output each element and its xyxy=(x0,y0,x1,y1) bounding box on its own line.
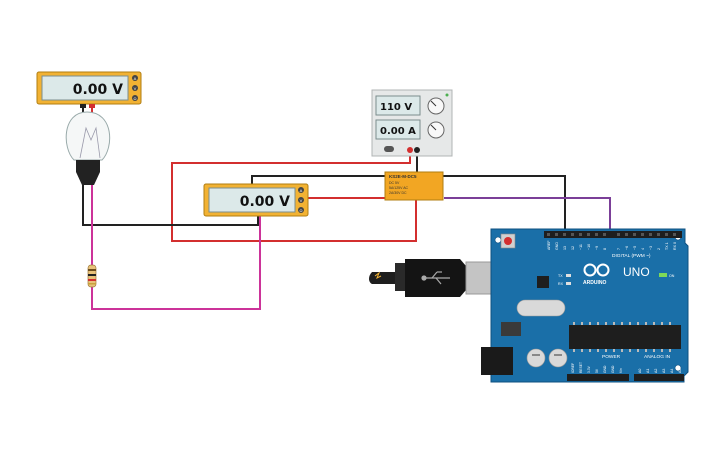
on-led-label: ON xyxy=(669,274,675,278)
arduino-uno-board[interactable]: AREF GND 13 12 ~11 ~10 ~9 8 7 ~6 ~5 4 ~3… xyxy=(481,228,689,383)
pin-label-gnd: GND xyxy=(555,242,559,250)
tx-led xyxy=(566,274,571,277)
rx-led-label: RX xyxy=(558,282,564,286)
analog-pin-labels: A0 A1 A2 A3 A4 A5 xyxy=(638,369,682,373)
power-pin-labels: IOREF RESET 3.3V 5V GND GND Vin xyxy=(571,362,623,373)
mode-ohm-label: Ω xyxy=(134,96,137,101)
digital-pin-holes xyxy=(547,233,676,236)
reset-button-cap[interactable] xyxy=(504,237,512,245)
pin-label-5v: 5V xyxy=(595,368,599,373)
usb-symbol-icon xyxy=(421,271,450,285)
digital-header xyxy=(544,231,682,238)
supply-negative-terminal[interactable] xyxy=(414,147,420,153)
supply-current-display: 0.00 A xyxy=(380,126,416,137)
pin-label-reset: RESET xyxy=(579,362,583,373)
pin-label-ioref: IOREF xyxy=(571,363,575,373)
on-led xyxy=(659,273,667,277)
multimeter-center-reading: 0.00 V xyxy=(240,194,290,210)
relay-ac-rating: 5A/125V AC xyxy=(389,186,409,190)
pin-label-9: ~9 xyxy=(595,246,599,250)
pin-label-a1: A1 xyxy=(646,369,650,373)
supply-indicator-led xyxy=(445,93,449,97)
pin-label-5: ~5 xyxy=(633,246,637,250)
center-mode-ohm-knob[interactable] xyxy=(298,207,304,213)
pin-label-tx: TX 1 xyxy=(665,242,669,250)
mode-a-label: A xyxy=(134,76,137,81)
pin-label-8: 8 xyxy=(603,248,607,250)
mode-v-label: V xyxy=(134,86,137,91)
center-mode-v-knob[interactable] xyxy=(298,197,304,203)
supply-positive-terminal[interactable] xyxy=(407,147,413,153)
arduino-infinity-logo xyxy=(583,263,610,277)
pin-label-a0: A0 xyxy=(638,369,642,373)
pin-label-11: ~11 xyxy=(579,244,583,250)
pin-label-vin: Vin xyxy=(619,368,623,373)
left-probe-red-terminal[interactable] xyxy=(89,104,95,108)
capacitor-right xyxy=(548,348,568,368)
center-mode-v-label: V xyxy=(300,198,303,203)
arduino-brand: UNO xyxy=(623,265,650,279)
pin-label-gnd2: GND xyxy=(611,365,615,373)
center-mode-a-label: A xyxy=(300,188,303,193)
usb-interface-chip xyxy=(537,276,549,288)
dc-power-jack[interactable] xyxy=(481,347,513,375)
pin-label-7: 7 xyxy=(617,248,621,250)
power-header xyxy=(567,374,629,381)
crystal-oscillator xyxy=(516,299,566,317)
multimeter-center[interactable]: 0.00 V A V Ω xyxy=(203,183,309,217)
resistor[interactable] xyxy=(87,264,97,288)
wire-purple-relay-arduino[interactable] xyxy=(444,197,611,230)
power-header-label: POWER xyxy=(602,354,621,360)
mode-ohm-knob[interactable] xyxy=(132,95,138,101)
mode-a-knob[interactable] xyxy=(132,75,138,81)
atmega-microcontroller xyxy=(569,325,681,349)
pin-label-gnd1: GND xyxy=(603,365,607,373)
relay-coil-rating: DC 5V xyxy=(389,181,400,185)
supply-power-switch[interactable] xyxy=(384,146,394,152)
relay-model: KS2E-M-DC5 xyxy=(389,174,417,179)
pin-label-13: 13 xyxy=(563,246,567,250)
arduino-logo-text: ARDUINO xyxy=(583,280,606,286)
center-mode-a-knob[interactable] xyxy=(298,187,304,193)
digital-pin-labels: AREF GND 13 12 ~11 ~10 ~9 8 7 ~6 ~5 4 ~3… xyxy=(547,240,677,250)
analog-header-label: ANALOG IN xyxy=(644,354,671,360)
relay-dc-rating: 2A/30V DC xyxy=(389,191,407,195)
pin-label-rx: RX 0 xyxy=(673,242,677,250)
wire-black-lamp[interactable] xyxy=(82,185,259,226)
pin-label-3: ~3 xyxy=(649,246,653,250)
pin-label-a3: A3 xyxy=(662,369,666,373)
pin-label-a4: A4 xyxy=(670,369,674,373)
tx-led-label: TX xyxy=(558,274,563,278)
capacitor-left xyxy=(526,348,546,368)
mode-v-knob[interactable] xyxy=(132,85,138,91)
rx-led xyxy=(566,282,571,285)
pin-label-a5: A5 xyxy=(678,369,682,373)
wire-pink-resistor-meter[interactable] xyxy=(91,216,261,310)
pin-label-6: ~6 xyxy=(625,246,629,250)
pin-label-aref: AREF xyxy=(547,240,551,250)
relay[interactable]: KS2E-M-DC5 DC 5V 5A/125V AC 2A/30V DC xyxy=(384,171,444,201)
analog-header xyxy=(634,374,684,381)
pin-label-2: 2 xyxy=(657,248,661,250)
pin-label-12: 12 xyxy=(571,246,575,250)
power-supply[interactable]: 110 V 0.00 A xyxy=(371,89,453,157)
pin-label-3v3: 3.3V xyxy=(587,365,591,373)
pin-label-a2: A2 xyxy=(654,369,658,373)
supply-voltage-display: 110 V xyxy=(380,102,412,113)
center-mode-ohm-label: Ω xyxy=(300,208,303,213)
light-bulb[interactable] xyxy=(65,111,111,185)
multimeter-left-reading: 0.00 V xyxy=(73,82,123,98)
multimeter-left[interactable]: 0.00 V A V Ω xyxy=(36,71,142,108)
voltage-regulator xyxy=(501,322,521,336)
digital-header-label: DIGITAL (PWM ~) xyxy=(612,253,651,259)
left-probe-black-terminal[interactable] xyxy=(80,104,86,108)
pin-label-4: 4 xyxy=(641,248,645,250)
pin-label-10: ~10 xyxy=(587,244,591,250)
